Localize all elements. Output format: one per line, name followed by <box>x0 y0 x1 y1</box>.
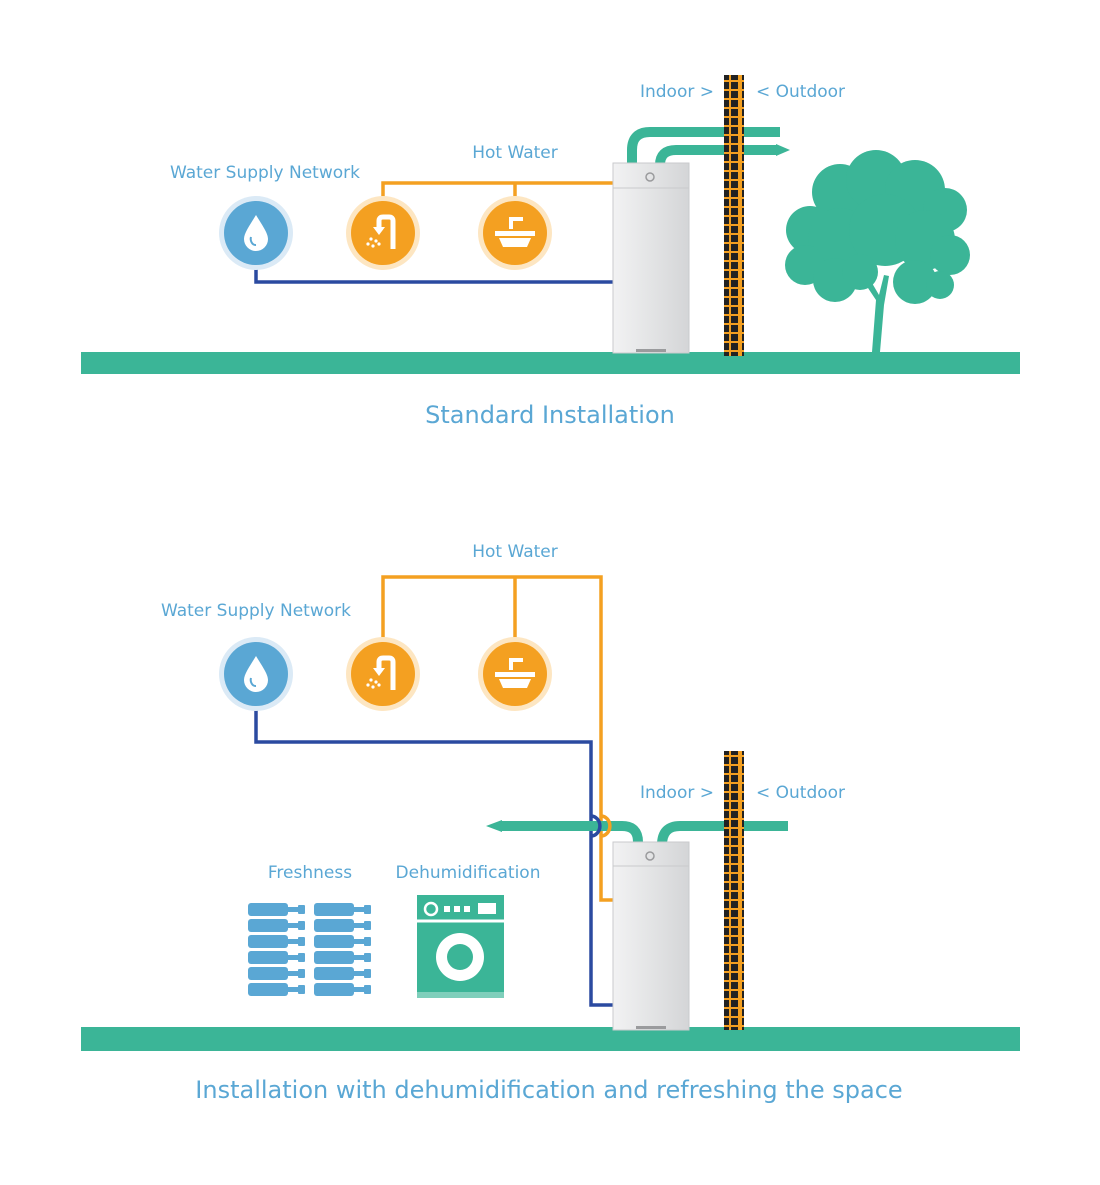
standard-installation-section: Indoor > < Outdoor Hot Water Water Suppl… <box>81 75 1020 429</box>
hot-water-pipe <box>381 575 614 902</box>
dehumidification-installation-section: Indoor > < Outdoor Hot Water Water Suppl… <box>81 542 1020 1104</box>
bottles-icon <box>248 903 371 996</box>
sink-icon <box>478 196 552 270</box>
outdoor-label: < Outdoor <box>756 783 845 803</box>
indoor-label: Indoor > <box>640 82 714 102</box>
hot-water-label: Hot Water <box>472 542 558 562</box>
sink-icon <box>478 637 552 711</box>
washing-machine-icon <box>417 895 504 998</box>
cold-water-pipe <box>254 262 614 284</box>
ground-bar <box>81 1027 1020 1051</box>
duct-arrow <box>486 820 502 832</box>
hot-water-label: Hot Water <box>472 143 558 163</box>
outdoor-label: < Outdoor <box>756 82 845 102</box>
ground-bar <box>81 352 1020 374</box>
dehumidification-caption: Installation with dehumidification and r… <box>195 1076 902 1104</box>
water-drop-icon <box>219 196 293 270</box>
duct-lower <box>655 145 778 166</box>
pipe-crossing <box>600 814 612 838</box>
water-drop-icon <box>219 637 293 711</box>
water-supply-label: Water Supply Network <box>170 163 360 183</box>
heat-pump-unit <box>612 162 690 354</box>
water-supply-label: Water Supply Network <box>161 601 351 621</box>
hot-water-pipe <box>381 181 614 198</box>
wall <box>724 75 744 356</box>
cold-water-pipe <box>254 706 614 1007</box>
indoor-label: Indoor > <box>640 783 714 803</box>
pipe-crossing <box>590 814 602 838</box>
freshness-label: Freshness <box>268 863 352 883</box>
wall <box>724 751 744 1030</box>
shower-icon <box>346 196 420 270</box>
tree-icon <box>785 150 970 352</box>
heat-pump-unit <box>612 841 690 1031</box>
duct-upper <box>627 127 780 165</box>
duct-right <box>657 821 788 846</box>
shower-icon <box>346 637 420 711</box>
standard-caption: Standard Installation <box>425 401 675 429</box>
duct-arrow <box>776 144 790 156</box>
dehumidification-label: Dehumidification <box>396 863 541 883</box>
